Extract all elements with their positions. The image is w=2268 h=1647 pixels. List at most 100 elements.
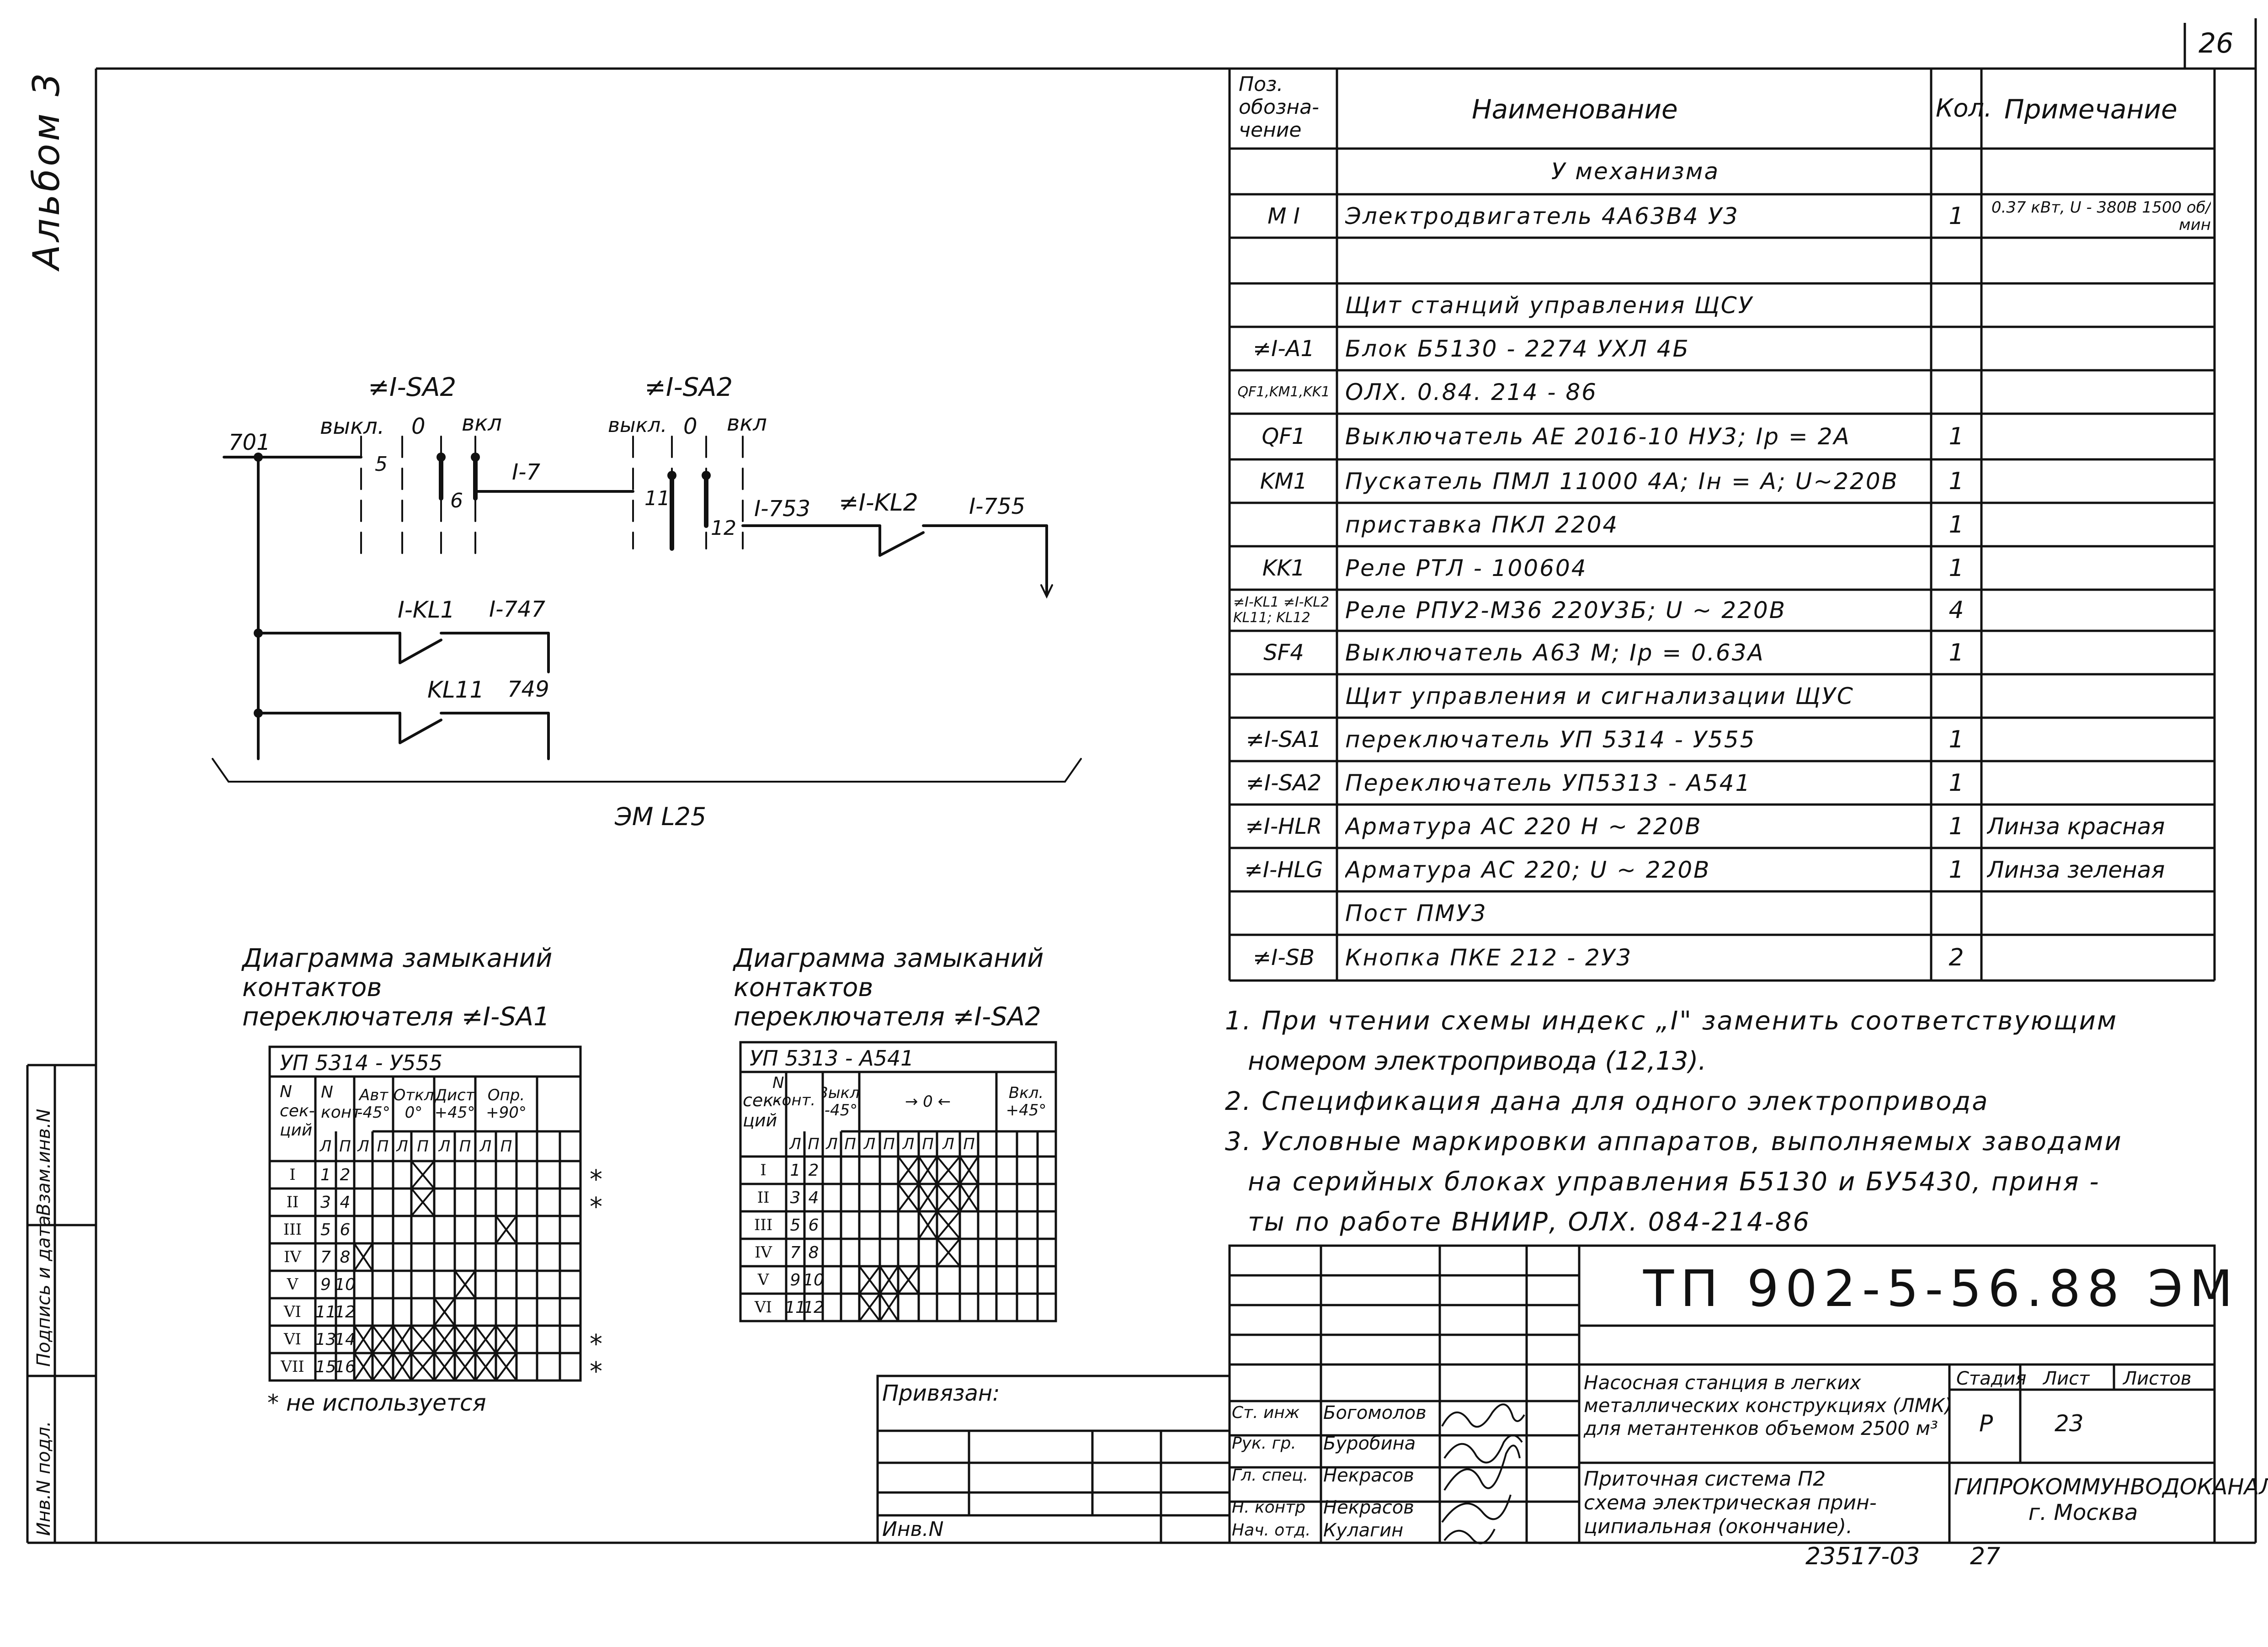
spec-header-note: Примечание — [2004, 94, 2177, 125]
spec-name-cell: Выключатель А63 М; Iр = 0.63А — [1345, 639, 1765, 666]
diagram-contact-cell: 10 — [804, 1266, 823, 1294]
diagram-contact-cell: 11 — [315, 1302, 336, 1322]
stamp-role: Рук. гр. — [1232, 1434, 1296, 1453]
diagram-position-header: Выкл. -45° — [824, 1084, 858, 1119]
diagram-sub-header: Л — [942, 1135, 954, 1153]
diagram-sub-header: Л — [357, 1137, 369, 1156]
label-vykl-a: выкл. — [320, 414, 385, 439]
closed-contact-mark — [495, 1215, 517, 1244]
label-wire-753: I-753 — [754, 496, 811, 522]
stamp-project-title: Насосная станция в легких металлических … — [1584, 1371, 1953, 1439]
diagram-contact-cell: 2 — [808, 1161, 819, 1180]
spec-pos-cell: ≠I-HLR — [1245, 813, 1322, 839]
diagram-section-cell: III — [754, 1216, 773, 1234]
closed-contact-mark — [897, 1265, 920, 1295]
label-vkl-b: вкл — [727, 410, 767, 436]
diagram-position-header: Дист +45° — [435, 1086, 474, 1122]
diagram-position-header: Вкл. +45° — [1006, 1084, 1047, 1119]
diagram-contact-cell: 4 — [808, 1188, 819, 1207]
diagram-sub-header: П — [339, 1137, 351, 1156]
diagram-position-header: Откл 0° — [394, 1086, 433, 1122]
spec-pos-cell: ≠I-HLG — [1244, 857, 1323, 883]
spec-name-cell: Арматура АС 220 Н ~ 220В — [1345, 813, 1702, 840]
diagram-contact-cell: 16 — [336, 1353, 354, 1380]
spec-pos-cell: M I — [1267, 203, 1300, 229]
diagram-sub-header: Л — [438, 1137, 451, 1156]
label-contact-12: 12 — [711, 517, 736, 540]
diagram-contact-cell: 1 — [320, 1165, 331, 1184]
spec-note-cell: Линза зеленая — [1987, 856, 2165, 883]
diagram-sub-header: П — [883, 1135, 895, 1153]
diagram-position-header: → 0 ← — [905, 1093, 951, 1111]
label-vkl-a: вкл — [462, 410, 502, 436]
diagram-section-cell: III — [283, 1221, 302, 1239]
diagram-contact-cell: 8 — [340, 1247, 351, 1267]
spec-pos-cell: ≠I-А1 — [1252, 336, 1315, 362]
diagram-contact-cell: 6 — [808, 1215, 819, 1235]
stamp-person: Некрасов — [1323, 1465, 1414, 1486]
label-relay-kl1: I-KL1 — [398, 597, 455, 623]
diagram-contact-cell: 7 — [320, 1247, 331, 1267]
spec-name-cell: Щит управления и сигнализации ЩУС — [1345, 682, 1854, 709]
label-switch-sa2-b: ≠I-SA2 — [644, 373, 733, 402]
spec-qty-cell: 1 — [1949, 467, 1964, 495]
spec-qty-cell: 1 — [1949, 725, 1964, 753]
spec-note-cell: 0.37 кВт, U - 380В 1500 об/мин — [1991, 198, 2211, 234]
diagram-contact-cell: 2 — [340, 1165, 351, 1184]
spec-pos-cell: QF1,KM1,KK1 — [1237, 384, 1330, 400]
closed-contact-mark — [353, 1242, 373, 1272]
spec-qty-cell: 1 — [1949, 554, 1964, 582]
label-zero-b: 0 — [683, 414, 697, 439]
document-code: ТП 902-5-56.88 ЭМ — [1643, 1259, 2239, 1318]
diagram-section-cell: V — [757, 1271, 769, 1289]
spec-pos-cell: ≠I-SA2 — [1246, 770, 1322, 796]
spec-pos-cell: ≠I-SB — [1252, 945, 1315, 970]
diagram-sub-header: П — [500, 1137, 512, 1156]
stamp-sheets-label: Листов — [2123, 1368, 2192, 1389]
spec-name-cell: Электродвигатель 4А63В4 У3 — [1345, 203, 1739, 229]
diagram-sub-header: Л — [479, 1137, 492, 1156]
general-notes: 1. При чтении схемы индекс „I" заменить … — [1225, 1001, 2123, 1242]
stamp-person: Некрасов — [1323, 1497, 1414, 1518]
diagram-sub-header: Л — [863, 1135, 876, 1153]
label-wire-749: 749 — [507, 677, 549, 702]
archive-page: 27 — [1970, 1543, 2001, 1570]
diagram-contact-cell: 1 — [790, 1161, 801, 1180]
diagram-sa1-model: УП 5314 - У555 — [280, 1050, 442, 1075]
note-line: на серийных блоках управления Б5130 и БУ… — [1248, 1167, 2100, 1197]
diagram-sub-header: Л — [902, 1135, 915, 1153]
stamp-organization: ГИПРОКОММУНВОДОКАНАЛ г. Москва — [1954, 1474, 2268, 1525]
closed-contact-mark — [959, 1183, 979, 1212]
spec-pos-cell: QF1 — [1262, 424, 1306, 449]
label-relay-kl11: KL11 — [427, 677, 484, 703]
spec-header-name: Наименование — [1472, 94, 1678, 125]
stamp-role: Нач. отд. — [1232, 1521, 1311, 1540]
unused-contact-mark: * — [590, 1193, 602, 1221]
diagram-contact-cell: 10 — [336, 1271, 354, 1298]
diagram-contact-cell: 12 — [804, 1294, 823, 1321]
spec-name-cell: Щит станций управления ЩСУ — [1345, 292, 1754, 319]
spec-name-cell: Реле РТЛ - 100604 — [1345, 554, 1587, 581]
diagram-contact-cell: 4 — [340, 1193, 351, 1212]
spec-name-cell: Переключатель УП5313 - А541 — [1345, 769, 1752, 796]
diagram-position-header: Опр. +90° — [486, 1086, 527, 1122]
diagram-position-header: Авт -45° — [357, 1086, 390, 1122]
spec-qty-cell: 2 — [1949, 944, 1964, 971]
diagram-section-cell: I — [289, 1166, 296, 1184]
spec-pos-cell: ≠I-SA1 — [1246, 726, 1322, 752]
spec-qty-cell: 1 — [1949, 769, 1964, 797]
spec-pos-cell: KM1 — [1260, 468, 1308, 494]
closed-contact-mark — [936, 1238, 961, 1267]
label-wire-747: I-747 — [489, 597, 546, 622]
spec-name-cell: Выключатель АЕ 2016-10 НУ3; Iр = 2А — [1345, 423, 1851, 450]
label-zero-a: 0 — [411, 414, 426, 439]
stamp-person: Буробина — [1323, 1433, 1416, 1454]
spec-name-cell: Блок Б5130 - 2274 УХЛ 4Б — [1345, 335, 1690, 362]
diagram-contact-cell: 5 — [790, 1215, 801, 1235]
label-sheet-ref: ЭМ L25 — [615, 802, 707, 831]
stamp-stage-label: Стадия — [1956, 1368, 2027, 1389]
diagram-contact-cell: 11 — [786, 1294, 804, 1321]
sheet-number: 26 — [2199, 27, 2234, 59]
